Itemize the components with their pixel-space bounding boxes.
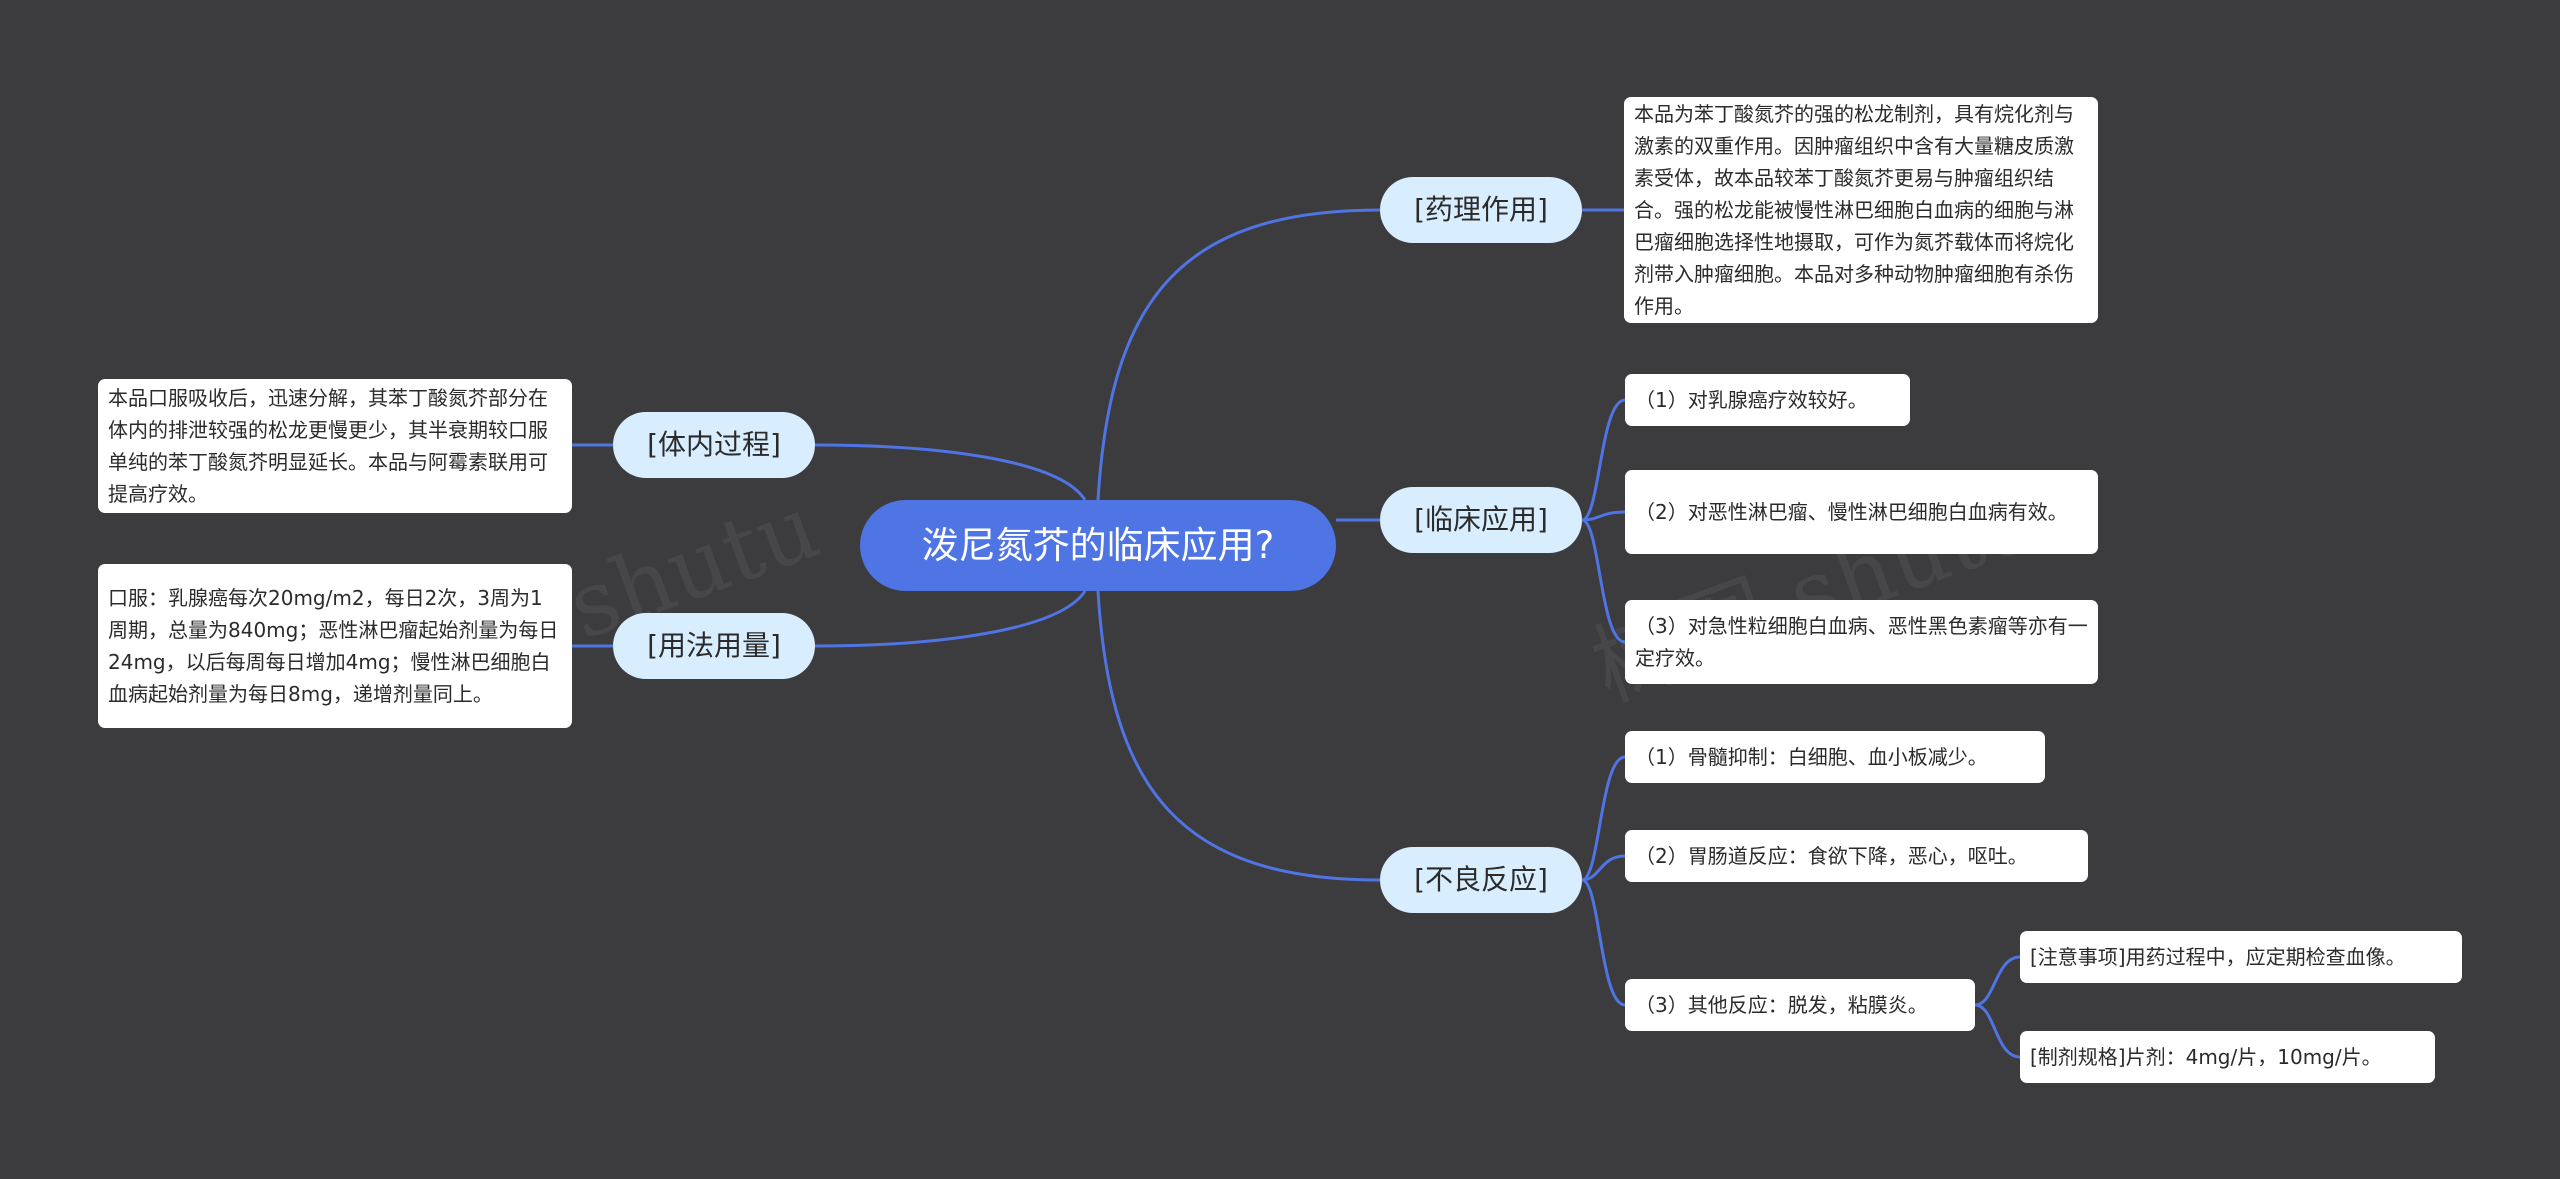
adverse-item-2: （2）胃肠道反应：食欲下降，恶心，呕吐。 — [1635, 844, 2028, 868]
adverse-item-1-card[interactable]: （1）骨髓抑制：白细胞、血小板减少。 — [1625, 731, 2045, 783]
notice-text: [注意事项]用药过程中，应定期检查血像。 — [2030, 945, 2406, 969]
pharmacokinetics-content-card[interactable]: 本品口服吸收后，迅速分解，其苯丁酸氮芥部分在体内的排泄较强的松龙更慢更少，其半衰… — [98, 379, 572, 513]
branch-clinical[interactable]: [临床应用] — [1380, 487, 1582, 553]
branch-dosage[interactable]: [用法用量] — [613, 613, 815, 679]
root-topic[interactable]: 泼尼氮芥的临床应用? — [860, 500, 1336, 591]
link-root-pharmacology — [1096, 208, 1381, 501]
clinical-item-3: （3）对急性粒细胞白血病、恶性黑色素瘤等亦有一定疗效。 — [1635, 614, 2088, 670]
dosage-content: 口服：乳腺癌每次20mg/m2，每日2次，3周为1周期，总量为840mg；恶性淋… — [108, 586, 559, 706]
dosage-content-card[interactable]: 口服：乳腺癌每次20mg/m2，每日2次，3周为1周期，总量为840mg；恶性淋… — [98, 564, 572, 728]
clinical-item-1: （1）对乳腺癌疗效较好。 — [1635, 388, 1868, 412]
link-clinical-item-3 — [1581, 518, 1626, 644]
link-adverse-item-3 — [1581, 878, 1626, 1007]
link-adverse-item-1 — [1581, 755, 1626, 882]
adverse-item-1: （1）骨髓抑制：白细胞、血小板减少。 — [1635, 745, 1988, 769]
link-clinical-item-1 — [1581, 398, 1626, 522]
adverse-item-3-card[interactable]: （3）其他反应：脱发，粘膜炎。 — [1625, 979, 1975, 1031]
clinical-item-1-card[interactable]: （1）对乳腺癌疗效较好。 — [1625, 374, 1910, 426]
link-root-pharmacokinetics — [814, 443, 1087, 501]
clinical-item-3-card[interactable]: （3）对急性粒细胞白血病、恶性黑色素瘤等亦有一定疗效。 — [1625, 600, 2098, 684]
link-adverse-item-2 — [1581, 854, 1626, 882]
pharmacology-content-card[interactable]: 本品为苯丁酸氮芥的强的松龙制剂，具有烷化剂与激素的双重作用。因肿瘤组织中含有大量… — [1624, 97, 2098, 323]
link-sub-item-2 — [1974, 1003, 2021, 1059]
adverse-item-2-card[interactable]: （2）胃肠道反应：食欲下降，恶心，呕吐。 — [1625, 830, 2088, 882]
link-clinical-item-2 — [1581, 510, 1626, 522]
specification-text: [制剂规格]片剂：4mg/片，10mg/片。 — [2030, 1045, 2382, 1069]
clinical-item-2-card[interactable]: （2）对恶性淋巴瘤、慢性淋巴细胞白血病有效。 — [1625, 470, 2098, 554]
pharmacology-content: 本品为苯丁酸氮芥的强的松龙制剂，具有烷化剂与激素的双重作用。因肿瘤组织中含有大量… — [1634, 102, 2074, 318]
clinical-item-2: （2）对恶性淋巴瘤、慢性淋巴细胞白血病有效。 — [1635, 500, 2068, 524]
branch-adverse[interactable]: [不良反应] — [1380, 847, 1582, 913]
link-root-adverse — [1096, 590, 1381, 882]
branch-pharmacokinetics[interactable]: [体内过程] — [613, 412, 815, 478]
pharmacokinetics-content: 本品口服吸收后，迅速分解，其苯丁酸氮芥部分在体内的排泄较强的松龙更慢更少，其半衰… — [108, 386, 548, 506]
specification-card[interactable]: [制剂规格]片剂：4mg/片，10mg/片。 — [2020, 1031, 2435, 1083]
notice-card[interactable]: [注意事项]用药过程中，应定期检查血像。 — [2020, 931, 2462, 983]
link-sub-item-1 — [1974, 955, 2021, 1007]
adverse-item-3: （3）其他反应：脱发，粘膜炎。 — [1635, 993, 1928, 1017]
branch-pharmacology[interactable]: [药理作用] — [1380, 177, 1582, 243]
link-root-dosage — [814, 590, 1087, 648]
